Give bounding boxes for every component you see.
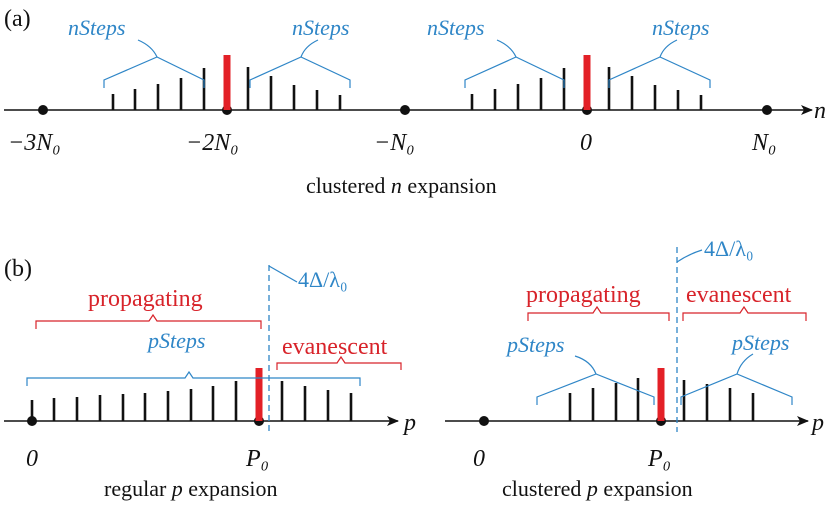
brace-left-low xyxy=(103,56,205,88)
caption-b-left: regular p expansion xyxy=(104,476,278,501)
steps-label: nSteps xyxy=(292,15,349,40)
propagating-brace-left xyxy=(35,313,262,329)
p0-label-right: P₀ xyxy=(647,446,671,472)
cluster-left xyxy=(111,55,342,110)
evanescent-brace-right xyxy=(682,305,807,321)
steps-label: pSteps xyxy=(505,332,564,357)
evanescent-label-right: evanescent xyxy=(686,282,792,308)
p-axis-label-right: p xyxy=(810,410,824,436)
brace-left-high xyxy=(249,56,351,88)
origin-dot xyxy=(479,416,489,426)
evanescent-label-left: evanescent xyxy=(282,334,388,360)
brace-pointer xyxy=(300,39,319,58)
caption-b-right: clustered p expansion xyxy=(502,476,693,501)
cutoff-label-right: 4Δ/λ₀ xyxy=(704,236,754,261)
axis-dot-minus3 xyxy=(38,105,48,115)
steps-label: nSteps xyxy=(427,15,484,40)
evanescent-brace-left xyxy=(276,355,402,370)
caption-a: clustered n expansion xyxy=(306,173,497,198)
brace-right-low xyxy=(464,56,565,88)
propagating-label-right: propagating xyxy=(526,282,641,308)
origin-label-left: 0 xyxy=(26,446,38,472)
propagating-label-left: propagating xyxy=(88,286,203,312)
n-axis-label: n xyxy=(814,98,826,124)
steps-label: nSteps xyxy=(652,15,709,40)
panel-a-label: (a) xyxy=(4,6,31,32)
steps-label: pSteps xyxy=(730,330,789,355)
brace-right-high xyxy=(608,56,711,88)
psteps-brace-right-low xyxy=(536,373,655,405)
marker-pointer xyxy=(268,265,298,283)
brace-pointer xyxy=(736,353,754,375)
panel-b-label: (b) xyxy=(4,256,32,282)
clustered-spikes xyxy=(568,368,755,421)
steps-label: nSteps xyxy=(68,15,125,40)
tick-label-minus1: −N₀ xyxy=(374,130,415,156)
axis-dot-minus1 xyxy=(400,105,410,115)
brace-pointer xyxy=(659,39,678,58)
tick-label-plus1: N₀ xyxy=(751,130,776,156)
cluster-right xyxy=(470,55,703,110)
regular-spikes xyxy=(30,368,353,421)
brace-pointer xyxy=(496,39,517,58)
marker-pointer xyxy=(676,249,703,263)
p0-label-left: P₀ xyxy=(245,446,269,472)
origin-label-right: 0 xyxy=(473,446,485,472)
brace-pointer xyxy=(574,355,597,375)
tick-label-zero: 0 xyxy=(580,130,592,156)
steps-label: pSteps xyxy=(146,328,205,353)
axis-dot-plus1 xyxy=(762,105,772,115)
p-axis-label-left: p xyxy=(402,410,416,436)
tick-label-minus3: −3N₀ xyxy=(8,130,61,156)
panel-a: (a) n xyxy=(4,6,826,198)
propagating-brace-right xyxy=(527,305,670,321)
panel-b: (b) p 4Δ/λ₀ propagating xyxy=(4,236,824,501)
cutoff-label-left: 4Δ/λ₀ xyxy=(298,267,348,292)
brace-pointer xyxy=(137,39,158,58)
tick-label-minus2: −2N₀ xyxy=(186,130,239,156)
psteps-brace-right-high xyxy=(680,373,793,405)
psteps-brace-left xyxy=(26,370,361,386)
